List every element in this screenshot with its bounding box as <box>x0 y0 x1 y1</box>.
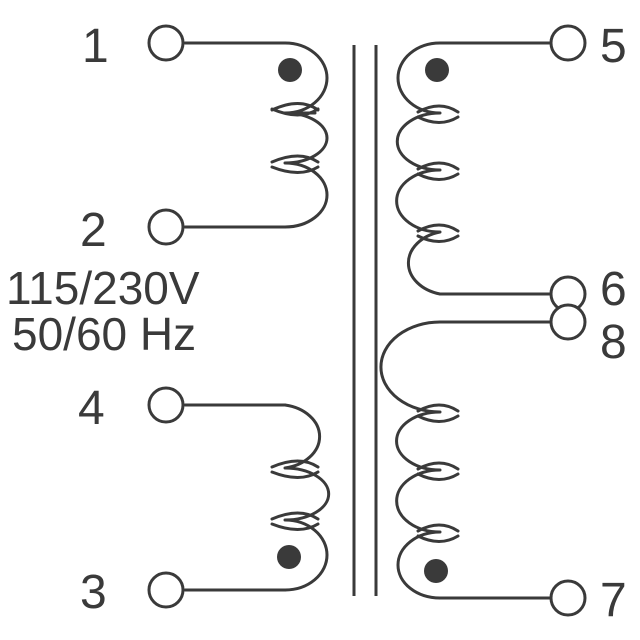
pin-label-8: 8 <box>600 316 627 369</box>
terminal-pin1 <box>147 24 185 62</box>
coil-loop-1-2b <box>270 154 320 174</box>
coil-4-3 <box>283 403 331 592</box>
terminal-pin7 <box>549 579 587 617</box>
coil-loop-4-3b <box>270 511 320 531</box>
pin-label-3: 3 <box>80 566 107 619</box>
coil-loop-8-7b <box>416 461 460 481</box>
coil-loop-5-6c <box>416 223 460 243</box>
pin-label-4: 4 <box>78 382 105 435</box>
pin-label-7: 7 <box>600 574 627 627</box>
polarity-dot-8-7 <box>424 559 448 583</box>
coil-5-6 <box>395 41 442 296</box>
pin-label-2: 2 <box>80 204 107 257</box>
terminal-pin2 <box>147 208 185 246</box>
pin-label-5: 5 <box>600 20 627 73</box>
polarity-dot-4-3 <box>277 545 301 569</box>
terminal-pin3 <box>147 571 185 609</box>
coil-loop-4-3a <box>270 459 320 479</box>
coil-loop-5-6b <box>416 161 460 181</box>
terminal-pin8 <box>549 303 587 341</box>
terminal-pin4 <box>147 386 185 424</box>
primary-winding-1-2 <box>183 41 329 229</box>
secondary-winding-5-6 <box>395 41 552 296</box>
voltage-label: 115/230V <box>6 262 200 314</box>
polarity-dot-1-2 <box>278 58 302 82</box>
coil-8-7 <box>379 320 442 600</box>
primary-winding-4-3 <box>183 403 331 592</box>
coil-loop-5-6a <box>416 104 460 124</box>
coil-loop-8-7c <box>416 523 460 543</box>
secondary-winding-8-7 <box>379 320 552 600</box>
coil-loop-1-2c <box>270 107 320 117</box>
pin-label-6: 6 <box>600 263 627 316</box>
coil-loop-8-7a <box>416 403 460 423</box>
frequency-label: 50/60 Hz <box>12 308 196 360</box>
pin-label-1: 1 <box>82 20 109 73</box>
terminal-pin5 <box>549 24 587 62</box>
polarity-dot-5-6 <box>425 58 449 82</box>
